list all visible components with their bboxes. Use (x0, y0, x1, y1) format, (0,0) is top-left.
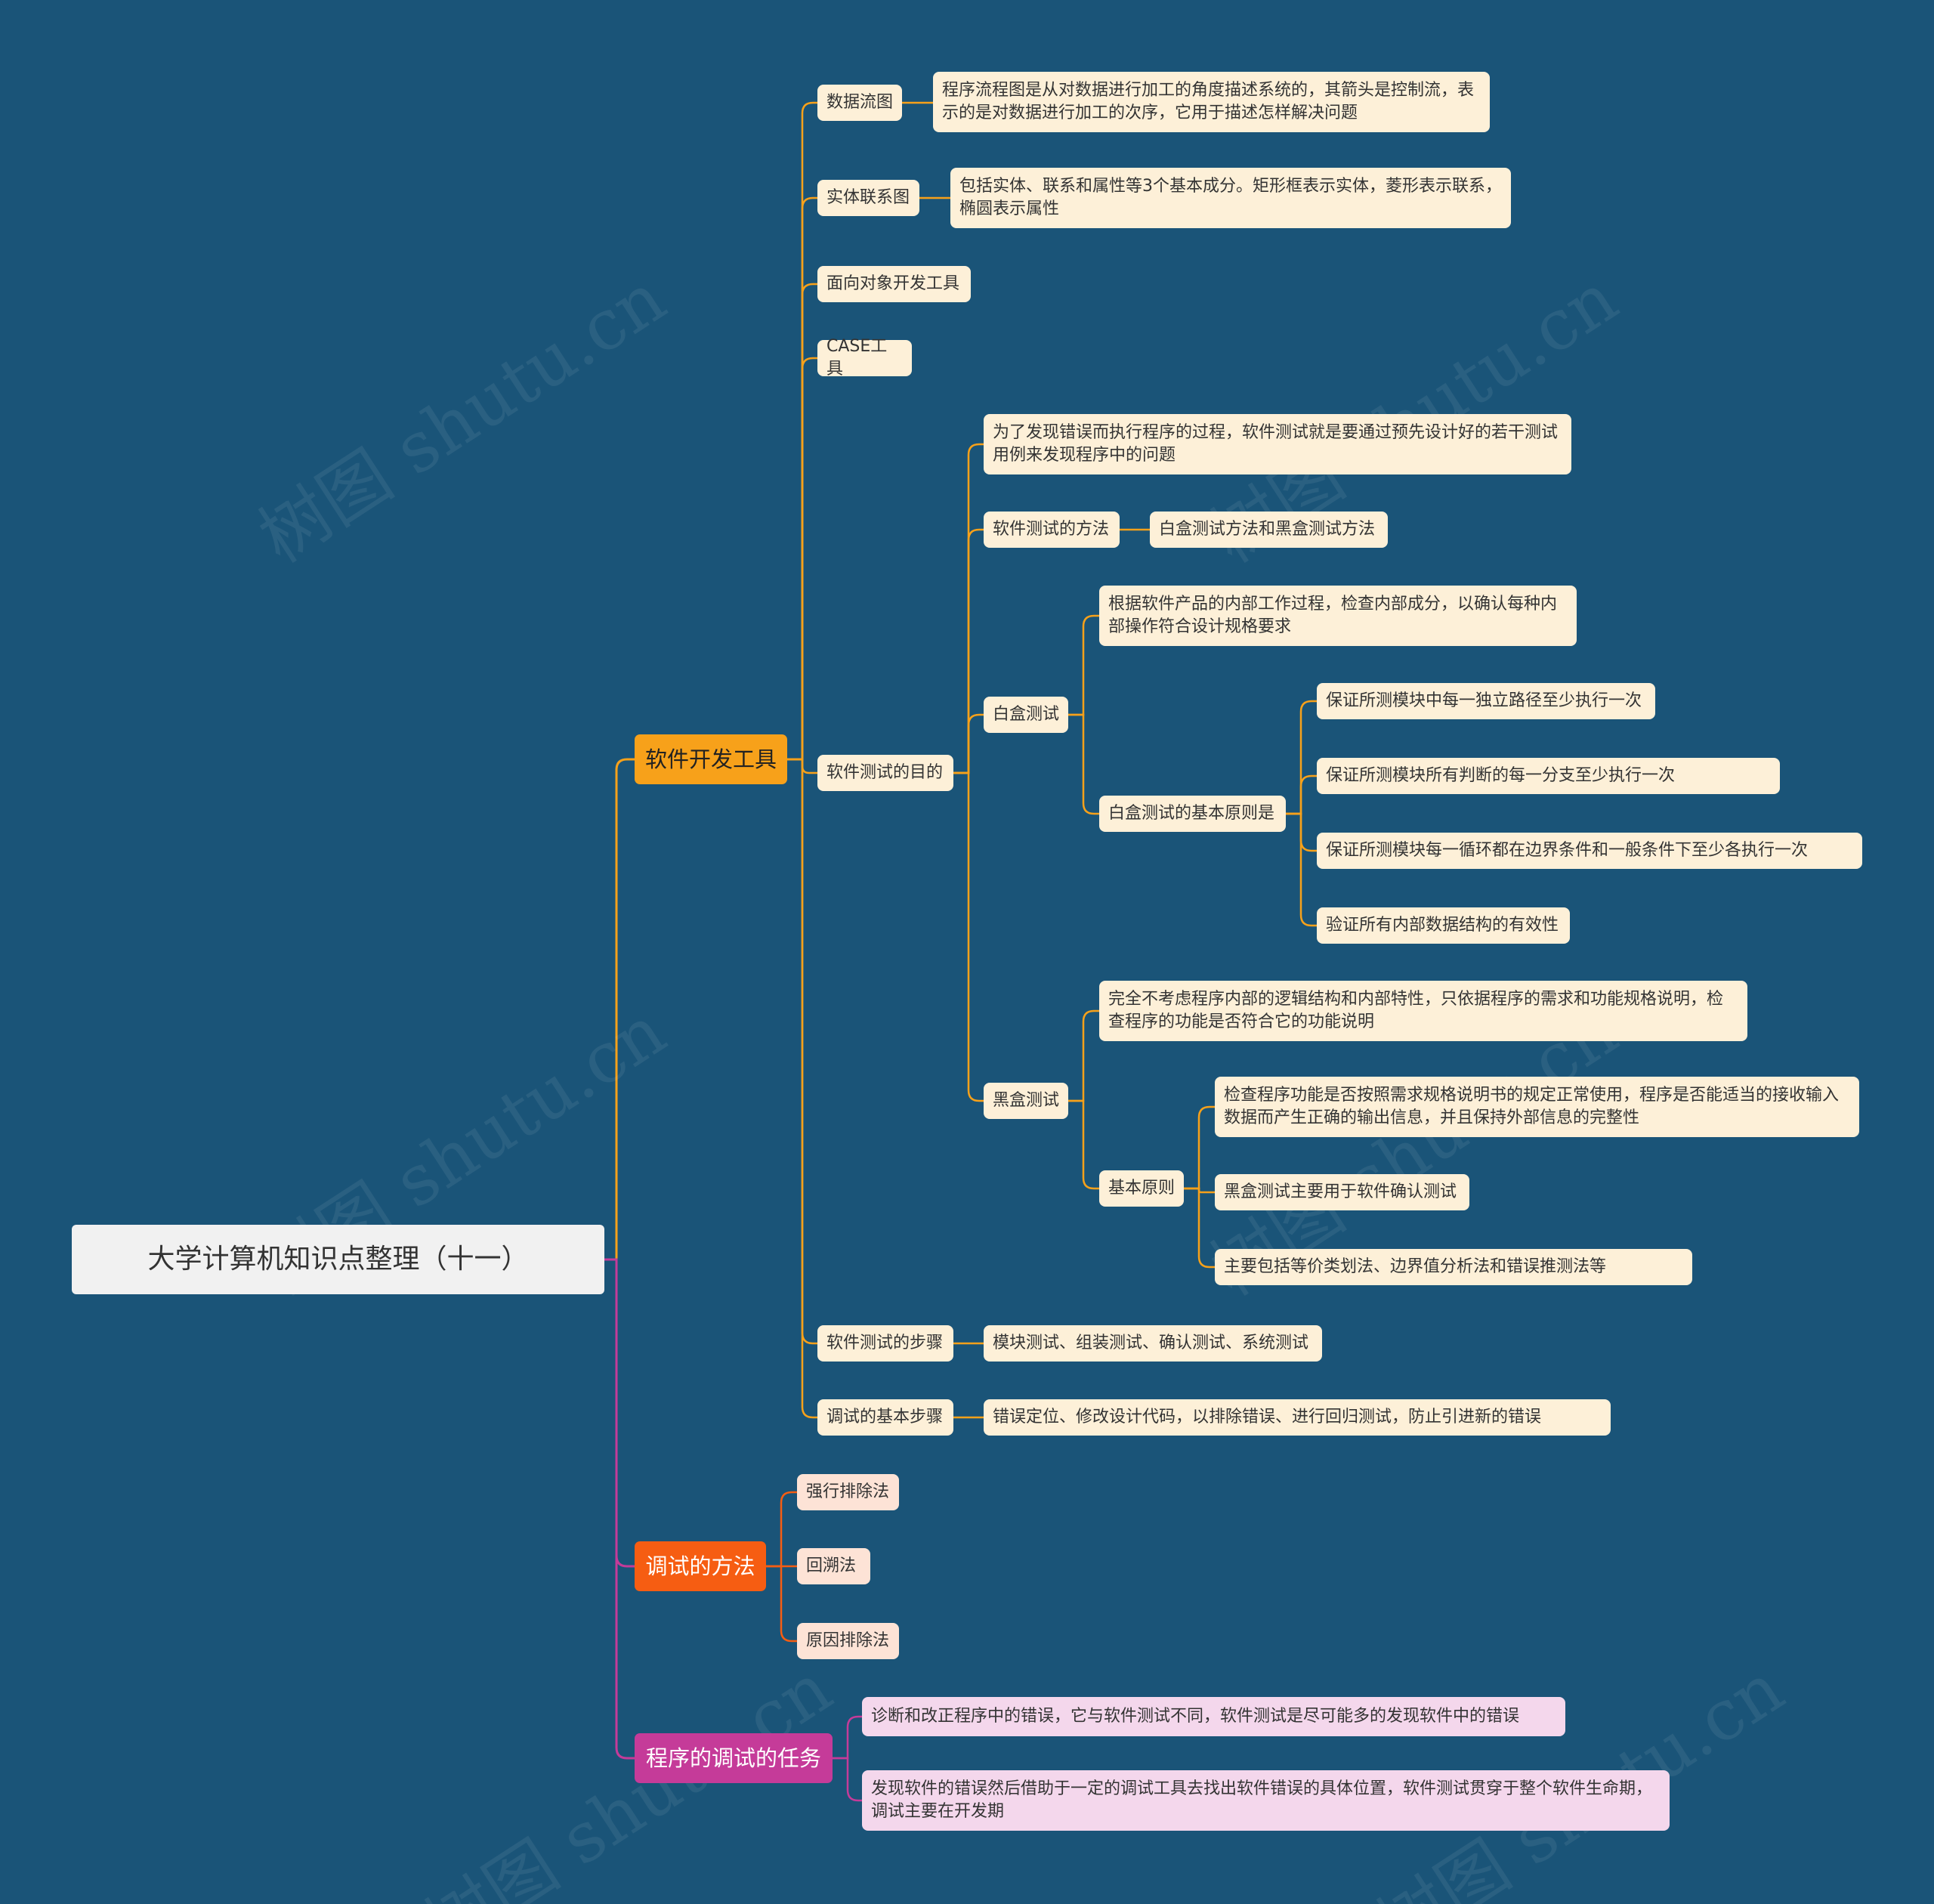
connector-line (787, 758, 817, 1419)
node-whitebox-principle-4[interactable]: 验证所有内部数据结构的有效性 (1317, 907, 1570, 944)
node-whitebox-principle-2[interactable]: 保证所测模块所有判断的每一分支至少执行一次 (1317, 758, 1780, 794)
node-oo-tools[interactable]: 面向对象开发工具 (817, 266, 971, 302)
node-data-flow-desc[interactable]: 程序流程图是从对数据进行加工的角度描述系统的，其箭头是控制流，表示的是对数据进行… (933, 72, 1490, 132)
node-testing-steps[interactable]: 软件测试的步骤 (817, 1325, 953, 1362)
node-data-flow-diagram[interactable]: 数据流图 (817, 85, 902, 121)
branch-debug-methods[interactable]: 调试的方法 (635, 1541, 766, 1591)
node-blackbox-principles[interactable]: 基本原则 (1099, 1170, 1184, 1207)
node-whitebox[interactable]: 白盒测试 (984, 697, 1068, 733)
connector-line (1068, 614, 1099, 716)
node-debug-method-2[interactable]: 回溯法 (797, 1548, 870, 1584)
node-testing-methods-value[interactable]: 白盒测试方法和黑盒测试方法 (1150, 512, 1388, 548)
branch-debug-task[interactable]: 程序的调试的任务 (635, 1733, 833, 1783)
node-blackbox-principle-2[interactable]: 黑盒测试主要用于软件确认测试 (1215, 1174, 1469, 1210)
connector-line (833, 1715, 862, 1760)
node-testing-purpose-desc[interactable]: 为了发现错误而执行程序的过程，软件测试就是要通过预先设计好的若干测试用例来发现程… (984, 414, 1571, 474)
connector-line (953, 528, 984, 774)
node-debug-method-3[interactable]: 原因排除法 (797, 1623, 899, 1659)
node-debug-method-1[interactable]: 强行排除法 (797, 1474, 899, 1510)
connector-line (1286, 700, 1317, 815)
connector-line (1068, 1099, 1099, 1190)
node-testing-purpose[interactable]: 软件测试的目的 (817, 755, 953, 791)
node-debug-steps-value[interactable]: 错误定位、修改设计代码，以排除错误、进行回归测试，防止引进新的错误 (984, 1399, 1611, 1436)
connector-line (953, 713, 984, 774)
connector-line (953, 771, 984, 1102)
node-er-desc[interactable]: 包括实体、联系和属性等3个基本成分。矩形框表示实体，菱形表示联系，椭圆表示属性 (950, 168, 1511, 228)
node-blackbox[interactable]: 黑盒测试 (984, 1083, 1068, 1119)
connector-line (787, 196, 817, 761)
node-testing-methods[interactable]: 软件测试的方法 (984, 512, 1120, 548)
node-case-tools[interactable]: CASE工具 (817, 337, 912, 379)
node-er-diagram[interactable]: 实体联系图 (817, 180, 919, 216)
connector-line (787, 283, 817, 761)
connector-line (833, 1757, 862, 1802)
connector-line (1068, 1009, 1099, 1102)
connector-line (604, 1258, 635, 1568)
connector-line (766, 1565, 797, 1643)
connector-line (1184, 1187, 1215, 1269)
connector-line (787, 101, 817, 761)
node-blackbox-principle-3[interactable]: 主要包括等价类划法、边界值分析法和错误推测法等 (1215, 1249, 1692, 1285)
connector-line (604, 1258, 635, 1760)
node-whitebox-principle-3[interactable]: 保证所测模块每一循环都在边界条件和一般条件下至少各执行一次 (1317, 833, 1862, 869)
connector-line (604, 758, 635, 1261)
connector-line (787, 357, 817, 761)
node-blackbox-principle-1[interactable]: 检查程序功能是否按照需求规格说明书的规定正常使用，程序是否能适当的接收输入数据而… (1215, 1077, 1859, 1137)
connector-line (1184, 1105, 1215, 1190)
connector-line (1068, 713, 1099, 815)
root-topic[interactable]: 大学计算机知识点整理（十一） (72, 1225, 604, 1294)
node-testing-steps-value[interactable]: 模块测试、组装测试、确认测试、系统测试 (984, 1325, 1322, 1362)
node-whitebox-desc[interactable]: 根据软件产品的内部工作过程，检查内部成分，以确认每种内部操作符合设计规格要求 (1099, 586, 1577, 646)
node-debug-task-2[interactable]: 发现软件的错误然后借助于一定的调试工具去找出软件错误的具体位置，软件测试贯穿于整… (862, 1770, 1670, 1831)
connector-line (953, 443, 984, 774)
node-debug-steps[interactable]: 调试的基本步骤 (817, 1399, 953, 1436)
node-whitebox-principle-1[interactable]: 保证所测模块中每一独立路径至少执行一次 (1317, 683, 1655, 719)
connector-line (766, 1491, 797, 1568)
node-debug-task-1[interactable]: 诊断和改正程序中的错误，它与软件测试不同，软件测试是尽可能多的发现软件中的错误 (862, 1697, 1565, 1736)
connector-line (1286, 774, 1317, 815)
node-whitebox-principles[interactable]: 白盒测试的基本原则是 (1099, 796, 1286, 832)
node-blackbox-desc[interactable]: 完全不考虑程序内部的逻辑结构和内部特性，只依据程序的需求和功能规格说明，检查程序… (1099, 981, 1747, 1041)
connector-line (1286, 812, 1317, 927)
branch-software-tools[interactable]: 软件开发工具 (635, 734, 787, 784)
